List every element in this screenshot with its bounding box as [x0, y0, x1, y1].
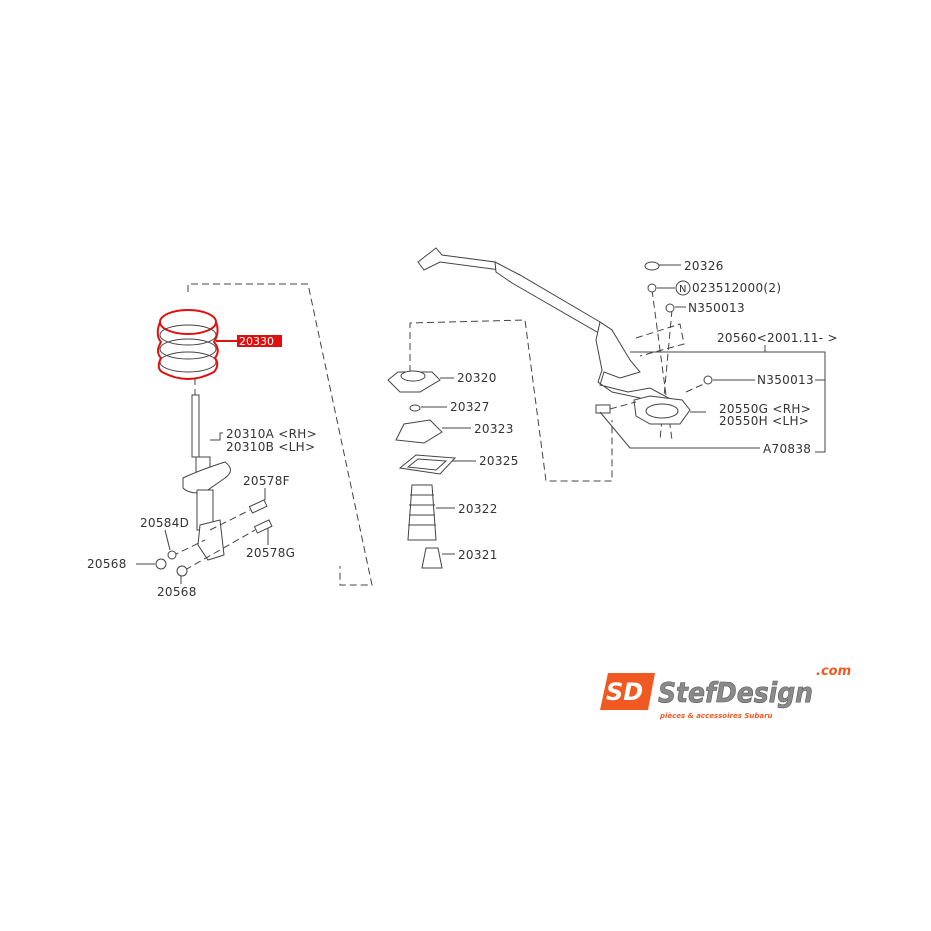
logo-mark: SD	[606, 678, 643, 706]
rubber-seat-20325[interactable]	[398, 454, 457, 475]
nut-20568-bottom[interactable]	[176, 565, 188, 577]
dust-boot-20322[interactable]	[407, 484, 437, 541]
bolt-20578g[interactable]	[253, 519, 273, 534]
strut-assembly[interactable]	[182, 394, 231, 561]
bump-stop-20321[interactable]	[421, 547, 443, 569]
logo-brand: StefDesign	[658, 676, 813, 709]
assembly-line-left	[187, 283, 373, 586]
label-20322[interactable]: 20322	[458, 502, 498, 516]
label-20320[interactable]: 20320	[457, 371, 497, 385]
washer-20327[interactable]	[409, 404, 421, 412]
strut-mount-20320[interactable]	[387, 370, 441, 393]
spring-seat-20323[interactable]	[395, 419, 443, 444]
logo-tld: .com	[816, 664, 851, 679]
label-20321[interactable]: 20321	[458, 548, 498, 562]
logo-tagline: pièces & accessoires Subaru	[659, 712, 773, 720]
label-n350013-upper[interactable]: N350013	[688, 301, 745, 315]
label-20327[interactable]: 20327	[450, 400, 490, 414]
label-n350013-side[interactable]: N350013	[757, 373, 814, 387]
label-20325[interactable]: 20325	[479, 454, 519, 468]
label-20550h[interactable]: 20550H <LH>	[719, 414, 809, 428]
washer-20584d[interactable]	[167, 550, 177, 560]
cap-20326[interactable]	[644, 261, 660, 271]
bolt-a70838[interactable]	[595, 404, 611, 414]
leader-20560	[630, 351, 826, 453]
nut-023512000[interactable]	[647, 283, 657, 293]
label-20568-left[interactable]: 20568	[87, 557, 127, 571]
label-20568-bottom[interactable]: 20568	[157, 585, 197, 599]
nut-n350013-upper[interactable]	[665, 303, 675, 313]
label-20310b[interactable]: 20310B <LH>	[226, 440, 315, 454]
coil-spring[interactable]: 20330	[156, 309, 282, 380]
stefdesign-logo: SD StefDesign .com pièces & accessoires …	[600, 664, 851, 720]
label-20310a[interactable]: 20310A <RH>	[226, 427, 317, 441]
strut-tower-bar-20560[interactable]	[417, 247, 681, 416]
nut-20568-left[interactable]	[155, 558, 167, 570]
label-023512000[interactable]: 023512000(2)	[692, 281, 781, 295]
label-20326[interactable]: 20326	[684, 259, 724, 273]
label-20578g[interactable]: 20578G	[246, 546, 295, 560]
label-20330[interactable]: 20330	[239, 335, 274, 348]
mount-bracket-20550[interactable]	[633, 395, 691, 425]
highlight-badge	[237, 335, 282, 347]
label-20578f[interactable]: 20578F	[243, 474, 290, 488]
label-20584d[interactable]: 20584D	[140, 516, 189, 530]
nut-n350013-side[interactable]	[703, 375, 713, 385]
n-symbol-circle	[675, 280, 691, 296]
bolt-20578f[interactable]	[248, 499, 268, 514]
assembly-line-middle	[409, 319, 613, 482]
logo-mark-block	[600, 673, 655, 710]
n-symbol: N	[679, 284, 687, 295]
label-20560[interactable]: 20560<2001.11- >	[717, 331, 838, 345]
label-20550g[interactable]: 20550G <RH>	[719, 402, 811, 416]
label-a70838[interactable]: A70838	[763, 442, 811, 456]
label-20323[interactable]: 20323	[474, 422, 514, 436]
